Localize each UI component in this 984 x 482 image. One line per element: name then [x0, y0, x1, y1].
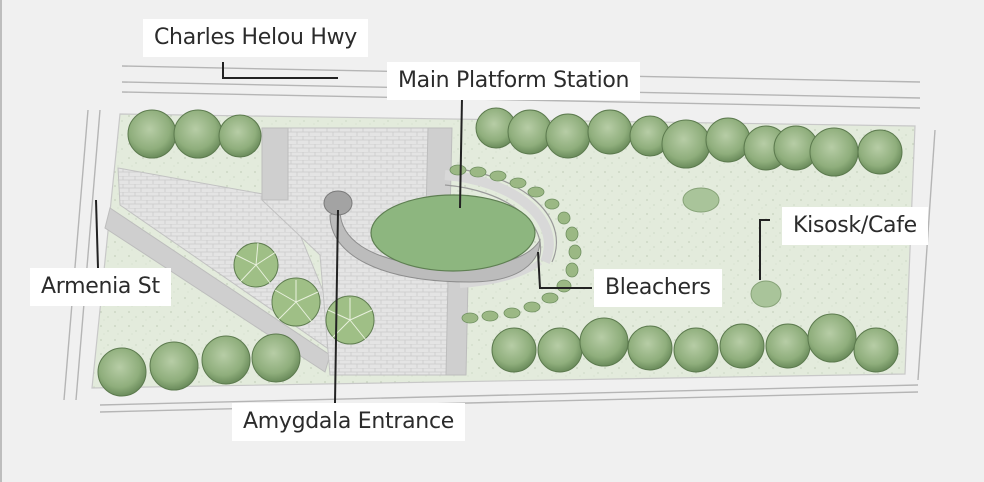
tree-row-southwest [97, 333, 301, 397]
tree-row-northeast [475, 107, 903, 177]
plaza-south-strip [445, 279, 469, 376]
label-charles-helou-hwy: Charles Helou Hwy [143, 19, 368, 57]
leader-bleachers [537, 251, 592, 289]
tree-row-northwest [127, 109, 262, 159]
leader-amygdala [334, 209, 339, 404]
leader-highway [222, 62, 338, 79]
leader-kiosk [759, 219, 770, 280]
leader-armenia [95, 199, 99, 269]
label-bleachers: Bleachers [594, 269, 722, 307]
west-walkway [104, 207, 331, 373]
tree-row-southeast [491, 313, 899, 373]
leader-platform [459, 97, 463, 209]
hedge-arc [449, 164, 582, 324]
plaza-west-strip [261, 127, 289, 201]
main-platform [370, 194, 536, 272]
label-main-platform-station: Main Platform Station [387, 62, 641, 100]
pond-feature [682, 187, 720, 213]
kiosk-cafe-marker [750, 280, 782, 308]
platform-ramp [329, 209, 541, 283]
palm-plants [233, 242, 375, 345]
leader-lines [95, 62, 770, 404]
label-kiosk-cafe: Kisosk/Cafe [782, 207, 928, 245]
label-armenia-st: Armenia St [30, 268, 171, 306]
label-amygdala-entrance: Amygdala Entrance [232, 403, 465, 441]
